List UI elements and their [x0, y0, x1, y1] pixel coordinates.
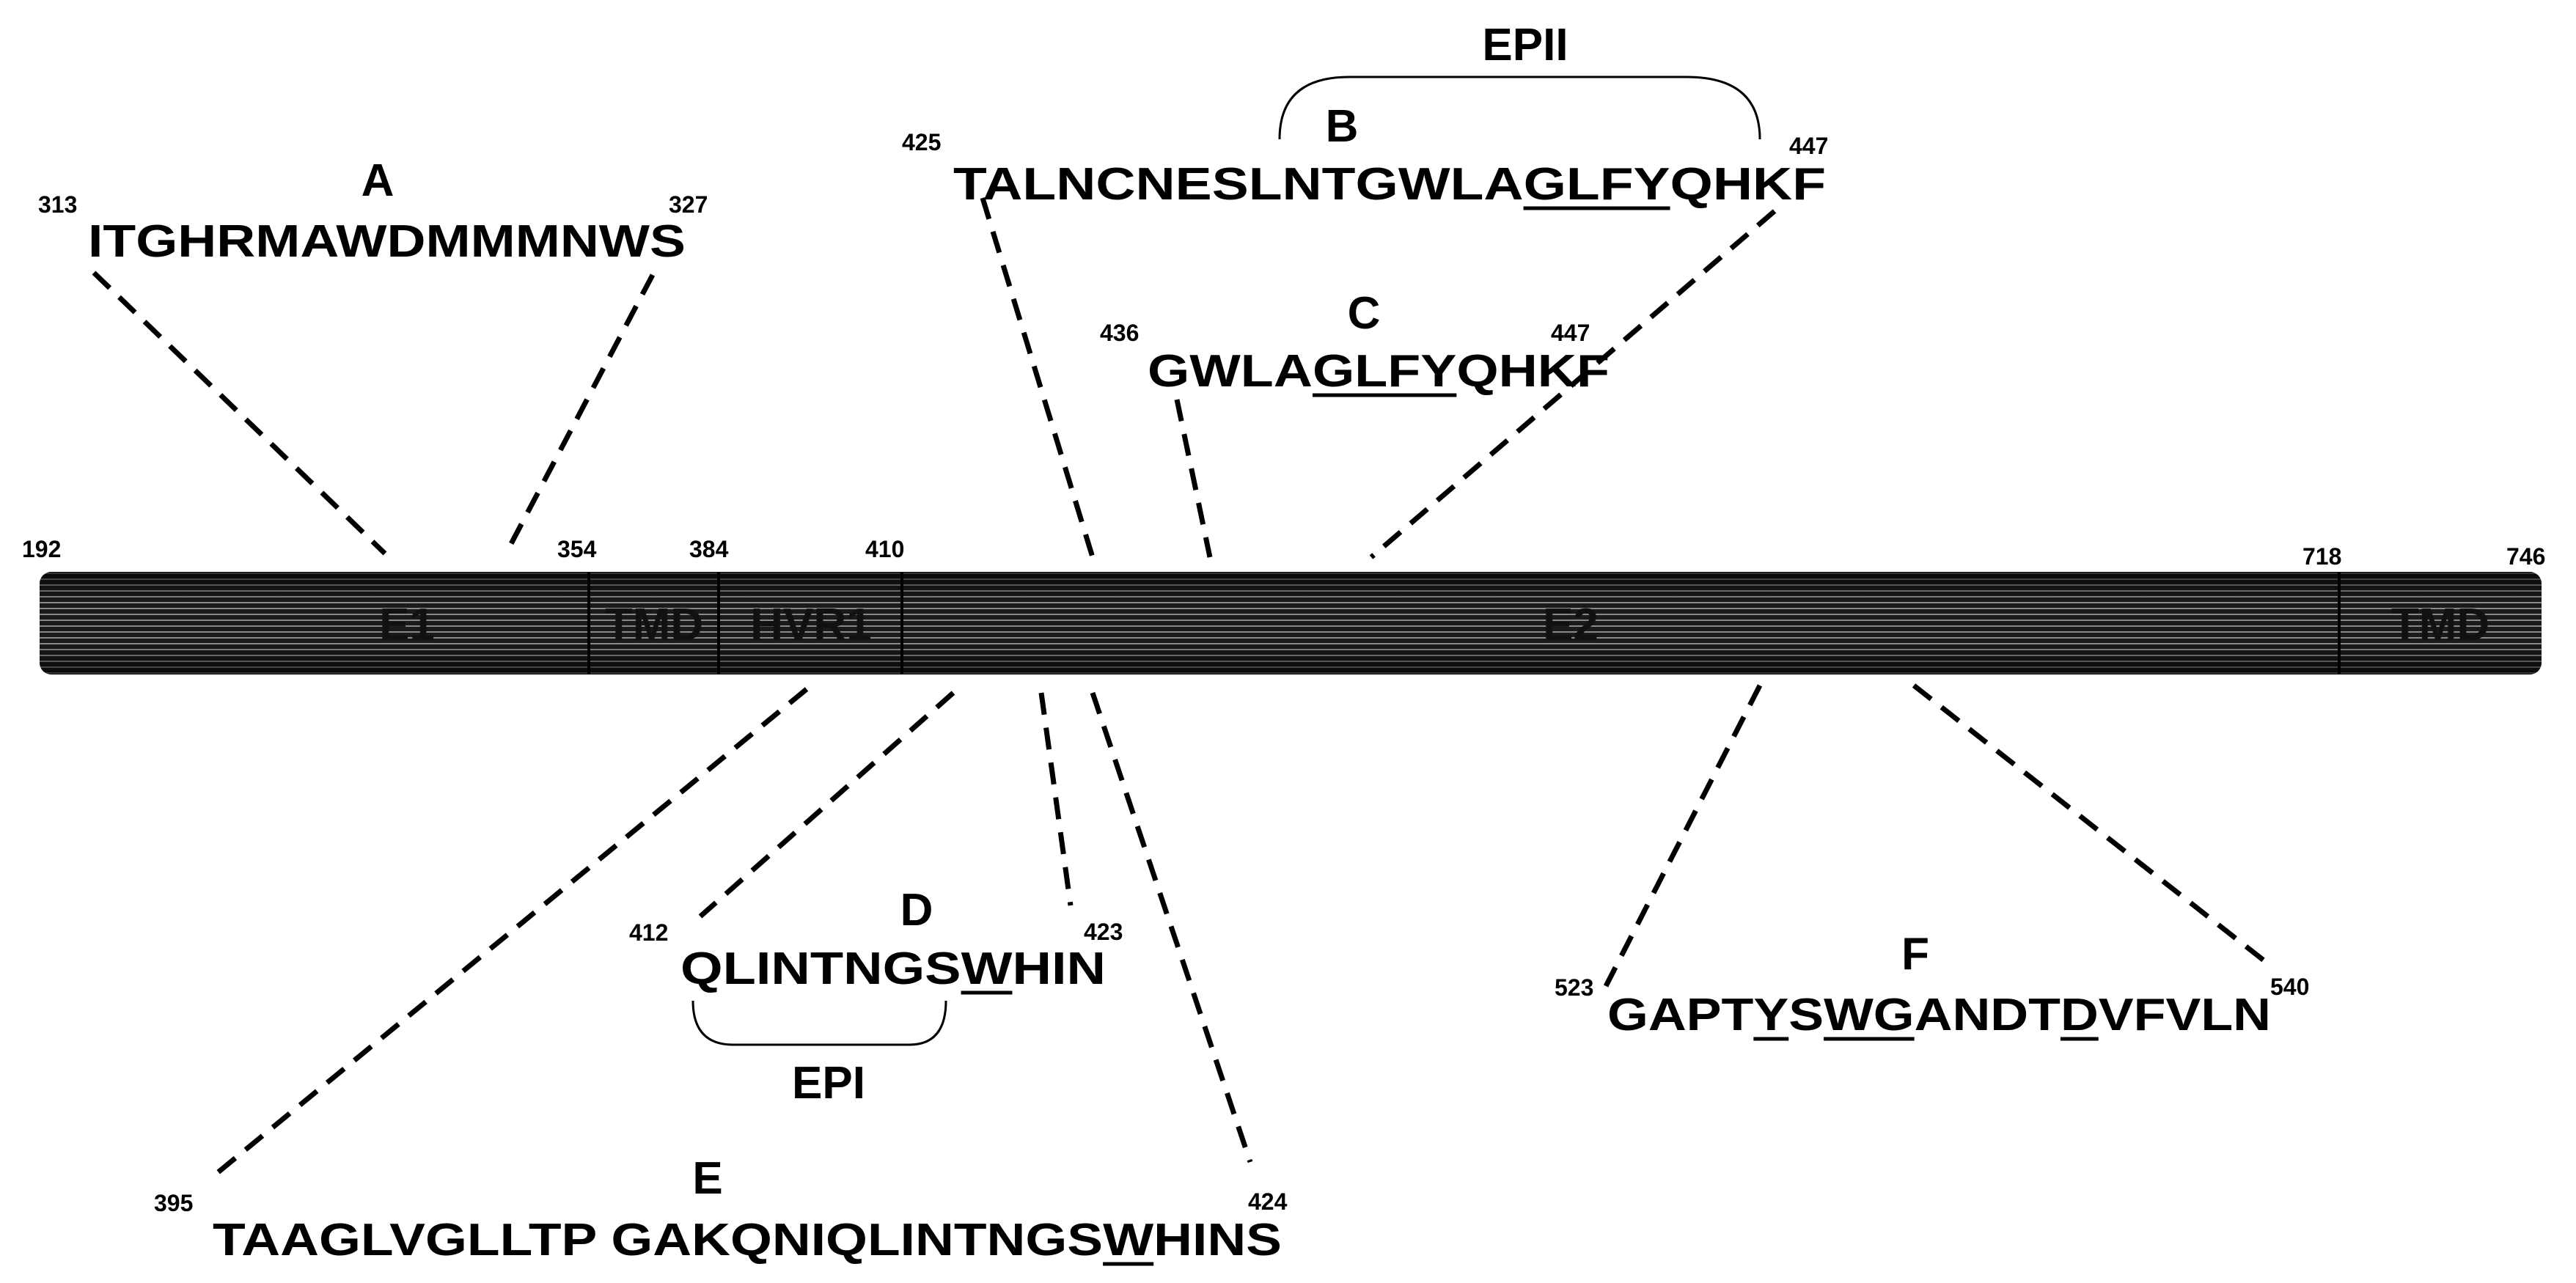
peptide-label-f: F	[1901, 929, 1929, 979]
peptide-d-start: 412	[629, 919, 668, 946]
peptide-a-end: 327	[669, 191, 708, 218]
connector-f-left	[1603, 684, 1763, 988]
peptide-label-d: D	[900, 885, 933, 935]
protein-bar: E1 TMD HVR1 E2 TMD 192 354 384 410 718 7…	[22, 536, 2545, 674]
region-label-hvr1: HVR1	[750, 600, 871, 650]
peptide-f-start: 523	[1555, 974, 1593, 1001]
connector-a-left	[92, 271, 387, 556]
peptide-c: C 436 GWLAGLFYQHKF 447	[1100, 288, 1610, 397]
residue-underlines	[961, 206, 2099, 1266]
connector-e-right	[1090, 691, 1253, 1163]
connector-c-left	[1174, 399, 1213, 558]
connector-lines	[92, 196, 2275, 1179]
peptide-e-sequence: TAAGLVGLLTP GAKQNIQLINTNGSWHINS	[213, 1215, 1282, 1265]
peptide-c-start: 436	[1100, 320, 1139, 346]
peptide-d-end: 423	[1084, 919, 1123, 945]
region-label-e2: E2	[1543, 600, 1599, 650]
region-label-e1: E1	[379, 600, 435, 650]
peptide-b-start: 425	[902, 129, 941, 155]
peptide-b-sequence: TALNCNESLNTGWLAGLFYQHKF	[953, 159, 1826, 210]
position-410: 410	[865, 536, 904, 562]
peptide-f-sequence: GAPTYSWGANDTDVFVLN	[1607, 990, 2271, 1040]
peptide-label-e: E	[692, 1153, 722, 1204]
peptide-label-a: A	[362, 155, 395, 206]
peptide-f-end: 540	[2270, 974, 2309, 1000]
connector-e-left	[210, 687, 809, 1179]
peptide-d-sequence: QLINTNGSWHIN	[680, 944, 1106, 994]
position-192: 192	[22, 536, 61, 562]
connector-b-left	[980, 196, 1096, 559]
peptide-a: A 313 ITGHRMAWDMMMNWS 327	[38, 155, 708, 267]
position-746: 746	[2506, 543, 2545, 570]
position-354: 354	[557, 536, 597, 562]
connector-d-left	[698, 691, 955, 919]
peptide-e-start: 395	[154, 1190, 193, 1216]
peptide-a-sequence: ITGHRMAWDMMMNWS	[88, 216, 686, 267]
peptide-c-sequence: GWLAGLFYQHKF	[1148, 346, 1610, 397]
peptide-d: D 412 QLINTNGSWHIN 423	[629, 885, 1123, 994]
epitope-label-epii: EPII	[1482, 20, 1568, 70]
peptide-e-end: 424	[1248, 1188, 1288, 1215]
peptide-label-c: C	[1348, 288, 1381, 339]
connector-b-right	[1369, 209, 1777, 559]
connector-d-right	[1038, 692, 1074, 906]
connector-a-right	[503, 273, 656, 555]
epitope-label-epi: EPI	[792, 1058, 865, 1109]
peptide-b: B 425 TALNCNESLNTGWLAGLFYQHKF 447	[902, 101, 1828, 210]
epitope-bracket-epii	[1278, 76, 1761, 140]
peptide-a-start: 313	[38, 191, 77, 218]
position-384: 384	[689, 536, 729, 562]
peptide-c-end: 447	[1551, 320, 1590, 346]
peptide-e: E 395 TAAGLVGLLTP GAKQNIQLINTNGSWHINS 42…	[154, 1153, 1288, 1265]
peptide-f: F 523 GAPTYSWGANDTDVFVLN 540	[1555, 929, 2309, 1040]
peptide-b-end: 447	[1789, 133, 1828, 159]
epitope-bracket-epi	[691, 1000, 947, 1046]
region-label-tmd-1: TMD	[605, 600, 703, 650]
region-label-tmd-2: TMD	[2391, 600, 2489, 650]
position-718: 718	[2302, 543, 2341, 570]
peptide-label-b: B	[1326, 101, 1359, 152]
bar-shading	[40, 572, 2542, 674]
connector-f-right	[1912, 683, 2275, 970]
